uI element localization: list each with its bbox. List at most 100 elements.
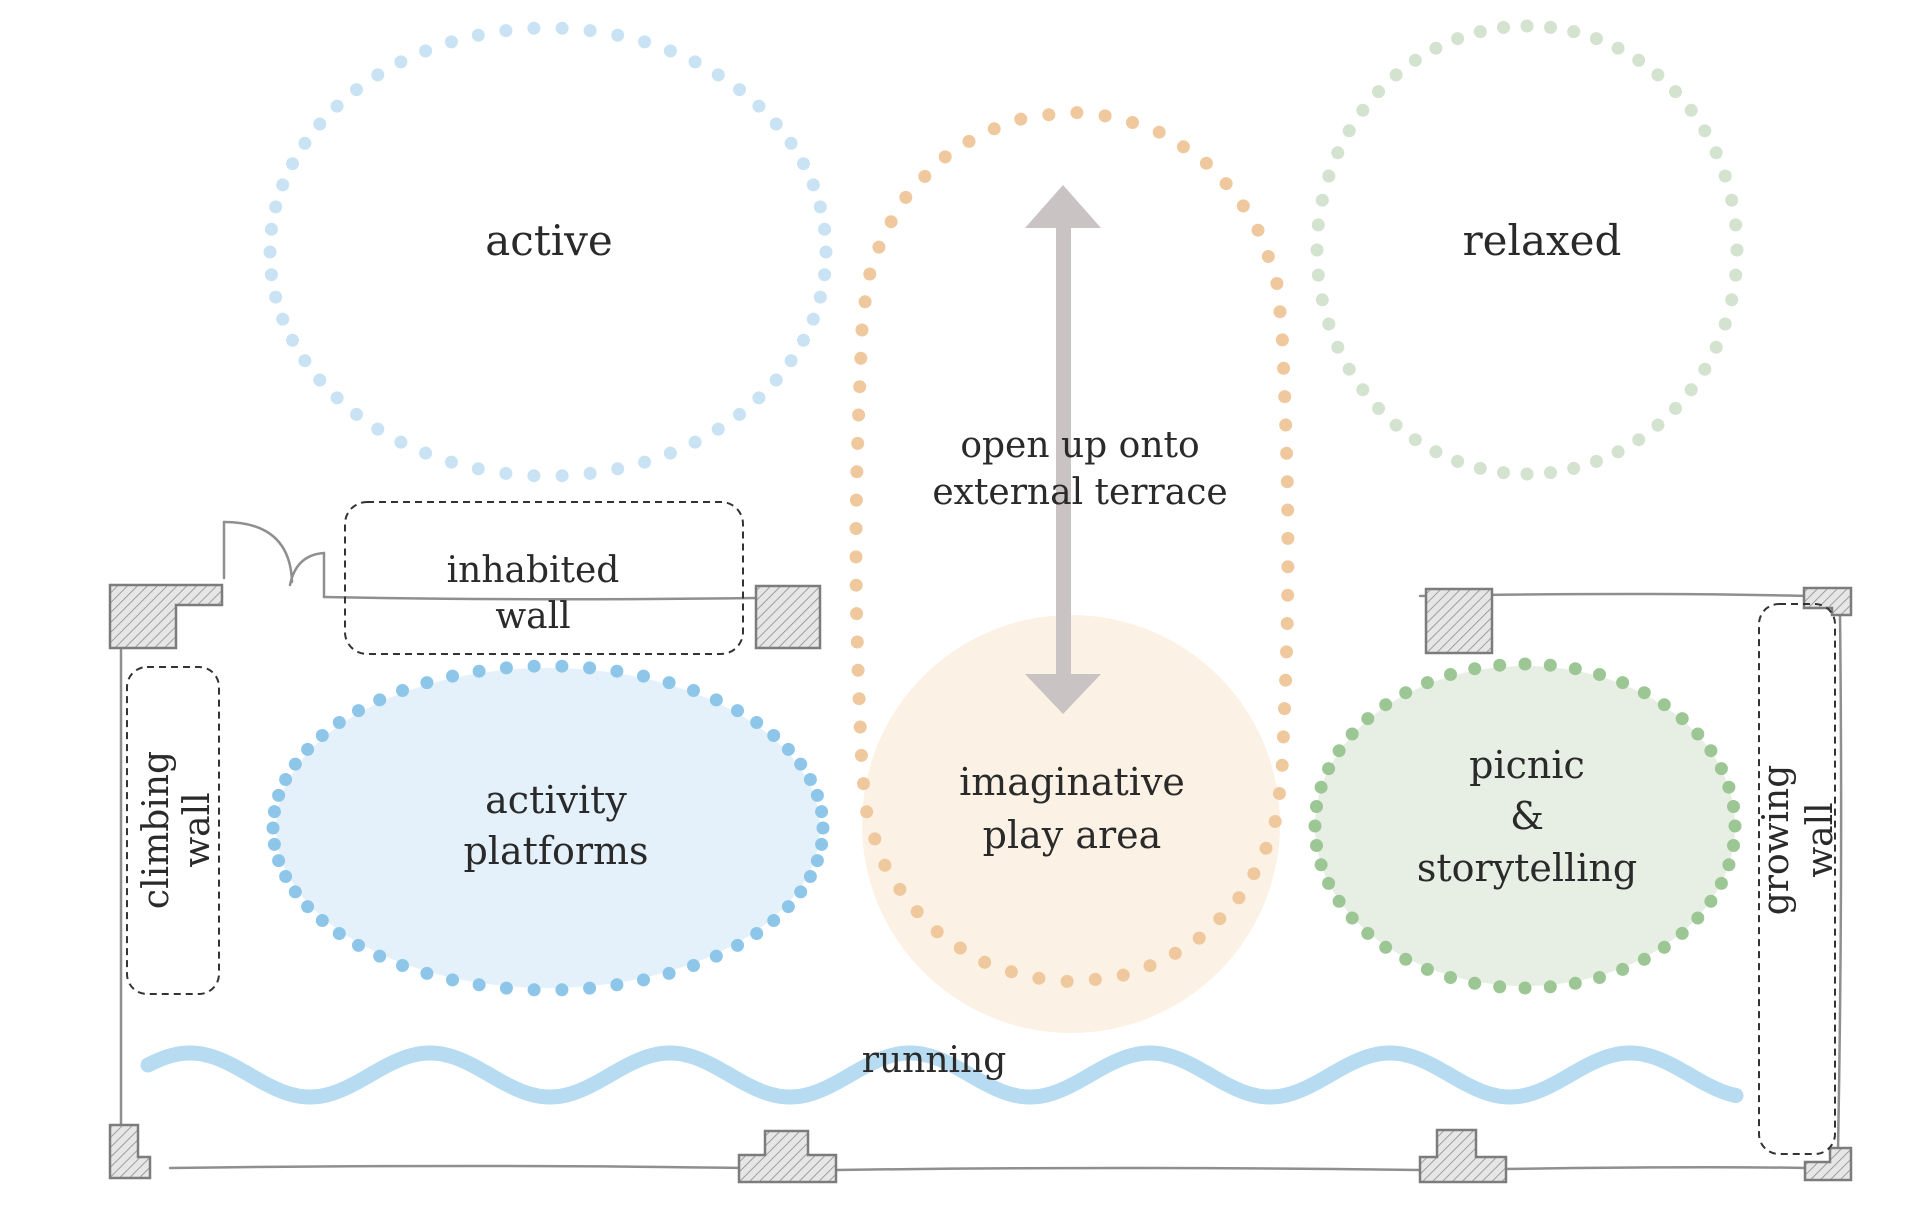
- arrow-head-down-icon: [1025, 674, 1101, 714]
- relaxed-zone-dot: [1408, 433, 1422, 447]
- picnic-storytelling-dot: [1616, 676, 1630, 690]
- relaxed-zone-dot: [1669, 85, 1682, 99]
- relaxed-zone-dot: [1356, 103, 1370, 117]
- active-zone-dot: [286, 157, 299, 171]
- column-top-right: [1802, 586, 1853, 617]
- imaginative-terrace-loop-dot: [849, 522, 863, 535]
- imaginative-terrace-loop-dot: [1098, 109, 1112, 123]
- relaxed-zone-dot: [1544, 20, 1557, 34]
- imaginative-play-label-line2: play area: [983, 813, 1162, 857]
- relaxed-zone-dot: [1473, 461, 1487, 475]
- running-label: running: [862, 1040, 1007, 1081]
- relaxed-zone-dot: [1632, 53, 1646, 67]
- active-zone-dot: [797, 333, 810, 347]
- activity-platforms-label-line1: activity: [485, 778, 627, 822]
- relaxed-zone-dot: [1372, 85, 1385, 99]
- imaginative-terrace-loop-dot: [1276, 730, 1290, 744]
- relaxed-zone-dot: [1651, 68, 1665, 82]
- picnic-storytelling-dot: [1420, 676, 1434, 690]
- relaxed-zone-dot: [1408, 53, 1422, 67]
- active-zone-dot: [583, 24, 597, 38]
- active-zone-dot: [444, 455, 458, 469]
- relaxed-zone-dot: [1342, 362, 1356, 376]
- picnic-label-line1: picnic: [1469, 743, 1585, 787]
- imaginative-terrace-loop-dot: [1277, 361, 1291, 375]
- imaginative-terrace-loop-dot: [853, 380, 867, 394]
- picnic-storytelling-dot: [1616, 962, 1630, 976]
- dotted-zone-outlines: [263, 19, 1744, 997]
- imaginative-terrace-loop-dot: [850, 607, 864, 621]
- active-zone-dot: [752, 391, 766, 405]
- arrow-shaft: [1056, 210, 1071, 690]
- imaginative-terrace-loop-dot: [987, 122, 1001, 136]
- imaginative-terrace-loop-dot: [899, 190, 913, 204]
- activity-platforms-dot: [267, 805, 281, 819]
- relaxed-zone-dot: [1497, 20, 1510, 34]
- activity-platforms-dot: [810, 854, 824, 868]
- imaginative-terrace-loop-dot: [860, 805, 874, 819]
- column-bottom-right: [1803, 1146, 1853, 1182]
- relaxed-zone-dot: [1429, 445, 1443, 459]
- imaginative-terrace-loop-dot: [849, 550, 863, 564]
- relaxed-zone-dot: [1632, 433, 1646, 447]
- relaxed-zone-dot: [1342, 124, 1356, 138]
- relaxed-zone-dot: [1520, 467, 1534, 481]
- picnic-storytelling-dot: [1568, 976, 1582, 990]
- door-frame: [222, 520, 326, 599]
- relaxed-zone-dot: [1497, 466, 1510, 480]
- picnic-storytelling-dot: [1657, 940, 1671, 954]
- active-zone-dot: [688, 435, 702, 449]
- activity-platforms-dot: [373, 949, 387, 963]
- imaginative-terrace-loop-dot: [854, 748, 868, 762]
- terrace-label-line2: external terrace: [932, 472, 1227, 513]
- activity-platforms-dot: [810, 788, 824, 802]
- imaginative-terrace-loop-dot: [1088, 972, 1102, 986]
- relaxed-zone-dot: [1389, 68, 1403, 82]
- active-zone-dot: [784, 354, 798, 368]
- activity-platforms-dot: [815, 805, 829, 819]
- relaxed-zone-dot: [1311, 218, 1325, 232]
- activity-platforms-dot: [272, 788, 286, 802]
- active-zone-dot: [276, 312, 290, 326]
- activity-platforms-dot: [610, 978, 624, 992]
- active-zone-dot: [813, 200, 827, 214]
- activity-platforms-dot: [815, 837, 829, 851]
- dashed-wall-zones: [126, 501, 1836, 1155]
- imaginative-terrace-loop-dot: [1273, 305, 1287, 319]
- imaginative-terrace-loop-dot: [857, 777, 870, 791]
- active-zone-dot: [769, 117, 783, 131]
- picnic-storytelling-dot: [1714, 762, 1728, 776]
- imaginative-terrace-loop-dot: [851, 663, 865, 677]
- zone-label-relaxed: relaxed: [1463, 216, 1622, 265]
- picnic-storytelling-dot: [1314, 780, 1328, 794]
- imaginative-terrace-loop-dot: [978, 955, 992, 969]
- relaxed-zone-dot: [1331, 146, 1345, 160]
- active-zone-dot: [330, 391, 344, 405]
- activity-platforms-dot: [803, 870, 817, 883]
- imaginative-terrace-loop-dot: [1281, 588, 1295, 602]
- relaxed-zone-dot: [1718, 317, 1732, 331]
- picnic-storytelling-dot: [1704, 744, 1718, 758]
- relaxed-zone-dot: [1589, 454, 1603, 468]
- activity-platforms-dot: [420, 676, 434, 690]
- activity-platforms-dot: [352, 704, 365, 718]
- imaginative-terrace-loop-dot: [1275, 333, 1289, 347]
- active-zone-dot: [269, 290, 283, 304]
- picnic-storytelling-dot: [1704, 894, 1718, 908]
- picnic-storytelling-dot: [1637, 952, 1651, 966]
- imaginative-terrace-loop-dot: [1280, 446, 1294, 460]
- activity-platforms-dot: [687, 959, 700, 972]
- relaxed-zone-dot: [1544, 466, 1557, 480]
- imaginative-terrace-loop-dot: [1176, 140, 1190, 154]
- imaginative-terrace-loop-dot: [1152, 125, 1166, 139]
- relaxed-zone-dot: [1322, 169, 1336, 183]
- imaginative-terrace-loop-dot: [1268, 815, 1282, 828]
- active-zone-dot: [769, 373, 783, 387]
- column-bottom-mid1: [737, 1129, 838, 1184]
- activity-platforms-dot: [583, 661, 597, 675]
- relaxed-zone-dot: [1567, 25, 1581, 39]
- picnic-storytelling-dot: [1714, 876, 1728, 890]
- active-zone-dot: [313, 373, 327, 387]
- relaxed-zone-dot: [1709, 340, 1723, 354]
